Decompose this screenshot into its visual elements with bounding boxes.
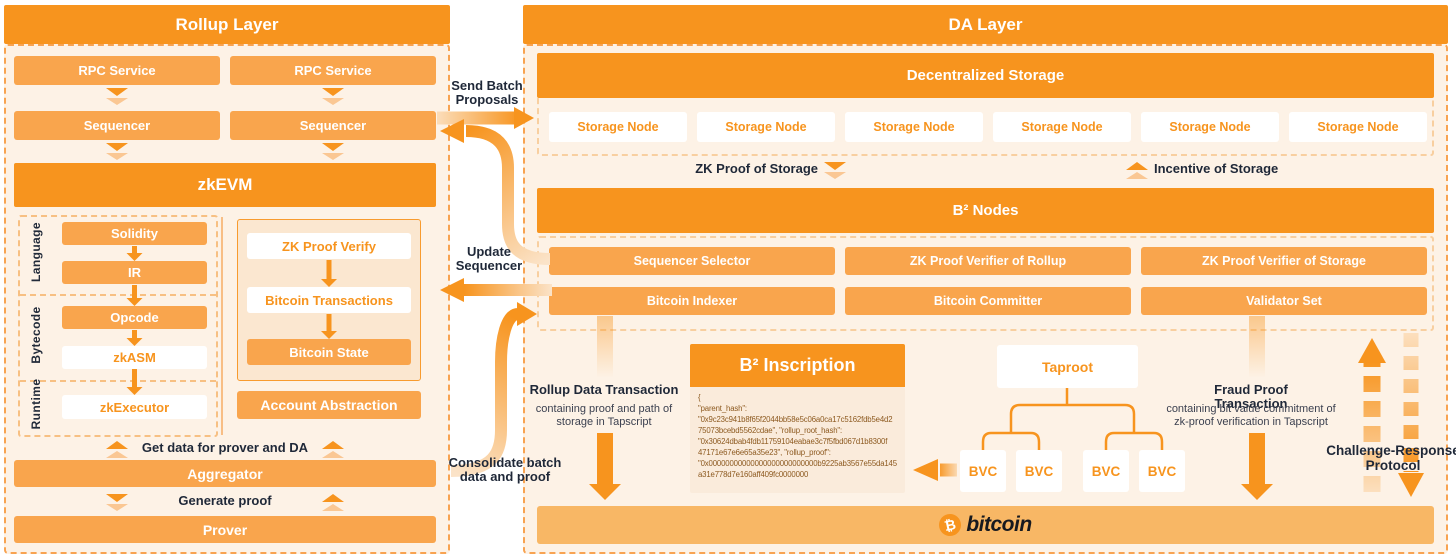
sequencer-box-1: Sequencer <box>14 111 220 140</box>
consolidate-batch-label: Consolidate batch data and proof <box>448 455 562 484</box>
bitcoin-committer-box: Bitcoin Committer <box>845 287 1131 315</box>
da-layer-header: DA Layer <box>523 5 1448 44</box>
zkevm-left-group <box>18 215 218 437</box>
ir-box: IR <box>62 261 207 284</box>
solidity-box: Solidity <box>62 222 207 245</box>
chevron-down-icon <box>322 143 344 160</box>
bvc-box: BVC <box>1083 450 1129 492</box>
generate-proof-label: Generate proof <box>178 493 272 508</box>
rpc-service-box-2: RPC Service <box>230 56 436 85</box>
taproot-box: Taproot <box>997 345 1138 388</box>
group-divider <box>20 294 216 296</box>
opcode-box: Opcode <box>62 306 207 329</box>
rollup-layer-header: Rollup Layer <box>4 5 450 44</box>
chevron-down-icon <box>106 143 128 160</box>
zkasm-box: zkASM <box>62 346 207 369</box>
b2-nodes-group <box>537 236 1434 331</box>
bitcoin-logo-icon: ₿ <box>937 511 964 539</box>
chevron-down-icon <box>106 88 128 105</box>
fraud-proof-transaction-sub1: containing bit value commitment of <box>1166 403 1336 415</box>
challenge-protocol-label: Protocol <box>1365 458 1421 473</box>
incentive-of-storage-label: Incentive of Storage <box>1154 161 1279 176</box>
zk-proof-of-storage-label: ZK Proof of Storage <box>695 161 818 176</box>
sequencer-box-2: Sequencer <box>230 111 436 140</box>
rollup-data-transaction-label: Rollup Data Transaction <box>529 382 679 397</box>
get-data-label: Get data for prover and DA <box>141 440 309 455</box>
send-batch-proposals-label: Send Batch Proposals <box>451 78 523 107</box>
b2-inscription-body: { "parent_hash": "0x9c23c941b8f65f2044bb… <box>690 387 905 493</box>
bvc-box: BVC <box>1139 450 1185 492</box>
zk-proof-verifier-rollup-box: ZK Proof Verifier of Rollup <box>845 247 1131 275</box>
storage-node-box: Storage Node <box>993 112 1131 142</box>
bitcoin-indexer-box: Bitcoin Indexer <box>549 287 835 315</box>
chevron-up-icon <box>322 494 344 511</box>
storage-node-box: Storage Node <box>549 112 687 142</box>
bitcoin-wordmark: bitcoin <box>966 513 1032 536</box>
storage-node-box: Storage Node <box>845 112 983 142</box>
fraud-proof-transaction-label: Fraud Proof Transaction <box>1214 382 1288 411</box>
prover-box: Prover <box>14 516 436 543</box>
group-divider <box>20 380 216 382</box>
storage-node-box: Storage Node <box>697 112 835 142</box>
inscription-json-line: "0x9c23c941b8f65f2044bb58e5c06a0ca17c516… <box>698 415 893 424</box>
account-abstraction-box: Account Abstraction <box>237 391 421 419</box>
validator-set-box: Validator Set <box>1141 287 1427 315</box>
inscription-json-line: { <box>698 393 701 402</box>
zkevm-column-divider <box>221 217 223 435</box>
bytecode-group-label: Bytecode <box>29 306 43 364</box>
language-group-label: Language <box>29 222 43 282</box>
inscription-json-line: a31e778d7e160aff409fc0000000 <box>698 470 809 479</box>
chevron-up-icon <box>322 441 344 458</box>
storage-node-box: Storage Node <box>1289 112 1427 142</box>
chevron-down-icon <box>322 88 344 105</box>
send-batch-arrow <box>437 107 534 129</box>
aggregator-box: Aggregator <box>14 460 436 487</box>
b2-nodes-header: B² Nodes <box>537 188 1434 233</box>
bitcoin-bar: ₿ bitcoin <box>537 506 1434 544</box>
chevron-down-icon <box>106 494 128 511</box>
chevron-down-icon <box>824 162 846 179</box>
rollup-data-transaction-sub1: containing proof and path of <box>535 403 673 415</box>
update-sequencer-label: Update Sequencer <box>455 244 523 273</box>
bvc-box: BVC <box>1016 450 1062 492</box>
zkexecutor-box: zkExecutor <box>62 395 207 419</box>
chevron-up-icon <box>1126 162 1148 179</box>
zk-proof-verify-box: ZK Proof Verify <box>247 233 411 259</box>
inscription-json-line: 75073bcebd5562cdae", "rollup_root_hash": <box>698 426 843 435</box>
sequencer-selector-box: Sequencer Selector <box>549 247 835 275</box>
runtime-group-label: Runtime <box>29 378 43 430</box>
bitcoin-transactions-box: Bitcoin Transactions <box>247 287 411 313</box>
inscription-json-line: "parent_hash": <box>698 404 747 413</box>
zk-proof-verifier-storage-box: ZK Proof Verifier of Storage <box>1141 247 1427 275</box>
b2-inscription-header: B² Inscription <box>690 344 905 387</box>
bitcoin-state-box: Bitcoin State <box>247 339 411 365</box>
rpc-service-box-1: RPC Service <box>14 56 220 85</box>
inscription-json-line: "0x00000000000000000000000000b9225ab3567… <box>698 459 897 468</box>
chevron-up-icon <box>106 441 128 458</box>
storage-node-box: Storage Node <box>1141 112 1279 142</box>
fraud-proof-transaction-sub2: zk-proof verification in Tapscript <box>1174 416 1328 428</box>
decentralized-storage-header: Decentralized Storage <box>537 53 1434 98</box>
bvc-box: BVC <box>960 450 1006 492</box>
rollup-data-transaction-sub2: storage in Tapscript <box>556 416 652 428</box>
zkevm-header: zkEVM <box>14 163 436 207</box>
inscription-json-line: "0x30624dbab4fdb11759104eabae3c7f5fbd067… <box>698 437 888 446</box>
challenge-response-label: Challenge-Response <box>1326 443 1456 458</box>
inscription-json-line: 47171e67e6e65a35e23", "rollup_proof": <box>698 448 831 457</box>
